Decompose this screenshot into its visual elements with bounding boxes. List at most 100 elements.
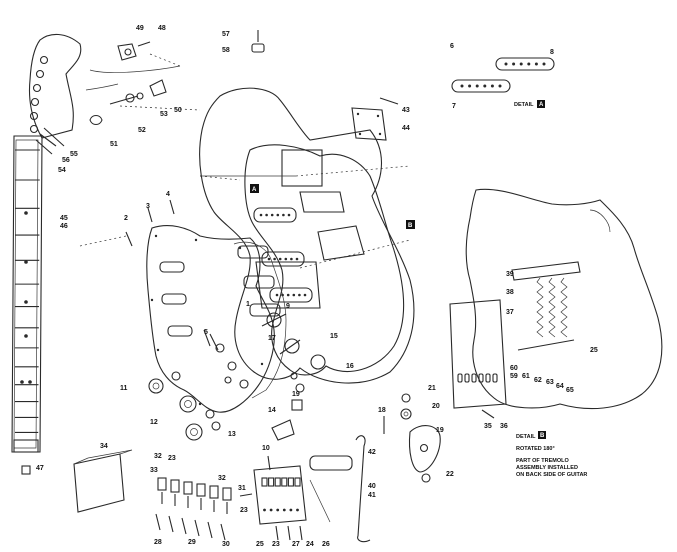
- bridge-hole: [276, 508, 280, 512]
- pole-piece: [292, 293, 296, 297]
- part-number: 45: [60, 215, 68, 222]
- part-number: 63: [546, 379, 554, 386]
- bridge-saddle: [268, 477, 275, 487]
- output-jack: [383, 393, 441, 483]
- detail-b-caption: DETAIL: [516, 434, 536, 440]
- string-hole: [457, 373, 463, 383]
- pole-piece: [468, 84, 472, 88]
- bridge-screw: [287, 525, 291, 541]
- tremolo-spring: [536, 277, 544, 338]
- part-number: 36: [500, 423, 508, 430]
- part-number: 55: [70, 151, 78, 158]
- part-number: 37: [506, 309, 514, 316]
- neck-screws: [35, 127, 65, 155]
- part-number: 30: [222, 541, 230, 548]
- part-number: 32: [154, 453, 162, 460]
- part-number: 24: [306, 541, 314, 548]
- pole-piece: [295, 257, 299, 261]
- fret-lines: [15, 149, 40, 434]
- spring: [239, 493, 253, 497]
- part-number: 57: [222, 31, 230, 38]
- part-number: 62: [534, 377, 542, 384]
- part-number: 3: [146, 203, 150, 210]
- part-number: 1: [246, 301, 250, 308]
- bridge-hole: [289, 508, 293, 512]
- saddle: [183, 481, 193, 495]
- part-number: 10: [262, 445, 270, 452]
- part-number: 31: [238, 485, 246, 492]
- detail-b-note-1: PART OF TREMOLO: [516, 458, 569, 464]
- pole-piece: [276, 213, 280, 217]
- pole-piece: [259, 213, 263, 217]
- tremolo-spring: [560, 277, 568, 338]
- part-number: 41: [368, 492, 376, 499]
- strap-button: [251, 30, 265, 53]
- part-number: 4: [166, 191, 170, 198]
- pole-piece: [275, 293, 279, 297]
- part-number-labels: 49 48 50 53 52 51 56 55 54 45 46 47 57 5…: [36, 25, 598, 548]
- height-screw: [207, 521, 213, 539]
- part-number: 2: [124, 215, 128, 222]
- pole-piece: [483, 84, 487, 88]
- part-number: 29: [188, 539, 196, 546]
- part-number: 46: [60, 223, 68, 230]
- saddle-parts: [155, 477, 253, 541]
- detail-b-letter: B: [540, 433, 545, 439]
- part-number: 56: [62, 157, 70, 164]
- part-number: 35: [484, 423, 492, 430]
- pole-piece: [287, 213, 291, 217]
- tremolo-spring: [548, 277, 556, 338]
- part-number: 14: [268, 407, 276, 414]
- part-number: 65: [566, 387, 574, 394]
- part-number: 52: [138, 127, 146, 134]
- pole-piece: [282, 213, 285, 217]
- part-number: 51: [110, 141, 118, 148]
- part-number: 25: [256, 541, 264, 548]
- detail-a-caption: DETAIL: [514, 102, 534, 108]
- bridge-saddle: [274, 477, 281, 487]
- part-number: 27: [292, 541, 300, 548]
- guitar-body: [199, 87, 415, 384]
- detail-b-label: DETAIL B ROTATED 180° PART OF TREMOLO AS…: [516, 431, 587, 478]
- bridge-screw: [299, 525, 303, 541]
- height-screw: [220, 523, 226, 541]
- pole-piece: [475, 84, 479, 88]
- pole-piece: [270, 213, 274, 217]
- string-hole: [478, 373, 484, 383]
- part-number: 23: [272, 541, 280, 548]
- part-number: 40: [368, 483, 376, 490]
- part-number: 33: [150, 467, 158, 474]
- tremolo-parts: [267, 435, 371, 543]
- part-number: 61: [522, 373, 530, 380]
- pole-piece: [298, 293, 301, 297]
- part-number: 48: [158, 25, 166, 32]
- part-number: 15: [330, 333, 338, 340]
- part-number: 50: [174, 107, 182, 114]
- pickups-mounted: [253, 207, 313, 303]
- part-number: 64: [556, 383, 564, 390]
- string-hole: [492, 373, 498, 383]
- callout-box-b: B: [406, 220, 415, 229]
- pole-piece: [519, 62, 523, 66]
- assembly-lines: [119, 53, 411, 269]
- part-number: 23: [240, 507, 248, 514]
- pole-piece: [542, 62, 546, 66]
- height-screw: [181, 517, 187, 535]
- pickguard: [146, 225, 275, 413]
- detail-a-letter: A: [539, 102, 544, 108]
- callout-a-label: A: [252, 187, 257, 193]
- string-hole: [471, 373, 477, 383]
- pole-piece: [527, 62, 531, 66]
- part-number: 53: [160, 111, 168, 118]
- bridge-saddle: [294, 477, 301, 487]
- bridge-saddle: [287, 477, 294, 487]
- bridge-screw: [275, 525, 279, 541]
- part-number: 16: [346, 363, 354, 370]
- part-number: 18: [378, 407, 386, 414]
- part-number: 47: [36, 465, 44, 472]
- part-number: 58: [222, 47, 230, 54]
- part-number: 54: [58, 167, 66, 174]
- pole-piece: [290, 257, 293, 261]
- part-number: 22: [446, 471, 454, 478]
